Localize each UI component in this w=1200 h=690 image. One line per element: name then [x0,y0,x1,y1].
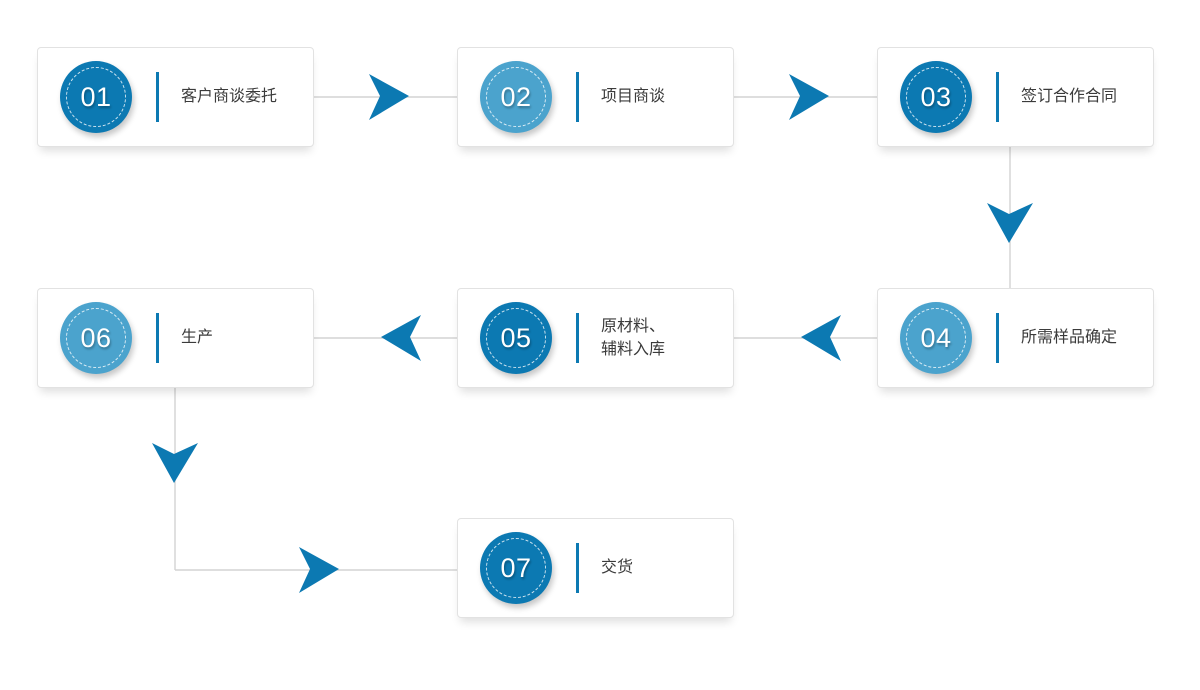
step-badge-wrap-06: 06 [60,302,132,374]
arrowhead-left-icon [801,315,841,361]
step-badge-wrap-07: 07 [480,532,552,604]
step-card-01[interactable]: 01 客户商谈委托 [37,47,314,147]
step-divider [156,313,159,363]
step-badge-07: 07 [480,532,552,604]
step-card-03[interactable]: 03 签订合作合同 [877,47,1154,147]
step-divider [156,72,159,122]
step-divider [576,313,579,363]
arrowhead-down-icon [987,203,1033,243]
step-badge-02: 02 [480,61,552,133]
connector-step-03-to-04 [987,147,1033,288]
dashed-ring-icon [486,308,546,368]
step-label-07: 交货 [601,559,634,577]
step-card-07[interactable]: 07 交货 [457,518,734,618]
step-badge-wrap-03: 03 [900,61,972,133]
step-number-03: 03 [920,81,952,112]
dashed-ring-icon [486,67,546,127]
step-number-02: 02 [500,81,532,112]
arrowhead-right-icon [369,74,409,120]
step-number-07: 07 [500,552,532,583]
step-card-05[interactable]: 05 原材料、 辅料入库 [457,288,734,388]
step-badge-04: 04 [900,302,972,374]
step-label-04: 所需样品确定 [1021,329,1118,347]
connector-step-02-to-03 [734,74,877,120]
step-badge-wrap-04: 04 [900,302,972,374]
step-badge-03: 03 [900,61,972,133]
step-number-01: 01 [80,81,112,112]
dashed-ring-icon [486,538,546,598]
step-number-05: 05 [500,322,532,353]
step-badge-wrap-01: 01 [60,61,132,133]
step-label-05: 原材料、 辅料入库 [601,317,666,358]
step-number-06: 06 [80,322,112,353]
arrowhead-right-icon [789,74,829,120]
step-divider [996,72,999,122]
arrowhead-left-icon [381,315,421,361]
step-number-04: 04 [920,322,952,353]
connector-step-05-to-06 [314,315,457,361]
step-label-01: 客户商谈委托 [181,88,278,106]
connector-step-04-to-05 [734,315,877,361]
step-label-02: 项目商谈 [601,88,666,106]
arrowhead-down-icon [152,443,198,483]
step-label-03: 签订合作合同 [1021,88,1118,106]
dashed-ring-icon [66,308,126,368]
step-divider [576,543,579,593]
step-card-02[interactable]: 02 项目商谈 [457,47,734,147]
step-card-06[interactable]: 06 生产 [37,288,314,388]
step-divider [996,313,999,363]
step-divider [576,72,579,122]
step-card-04[interactable]: 04 所需样品确定 [877,288,1154,388]
arrowhead-right-icon [299,547,339,593]
connector-step-01-to-02 [314,74,457,120]
dashed-ring-icon [66,67,126,127]
step-badge-01: 01 [60,61,132,133]
step-label-06: 生产 [181,329,214,347]
dashed-ring-icon [906,308,966,368]
step-badge-06: 06 [60,302,132,374]
step-badge-wrap-05: 05 [480,302,552,374]
connector-step-06-to-07 [152,388,457,593]
step-badge-05: 05 [480,302,552,374]
step-badge-wrap-02: 02 [480,61,552,133]
dashed-ring-icon [906,67,966,127]
